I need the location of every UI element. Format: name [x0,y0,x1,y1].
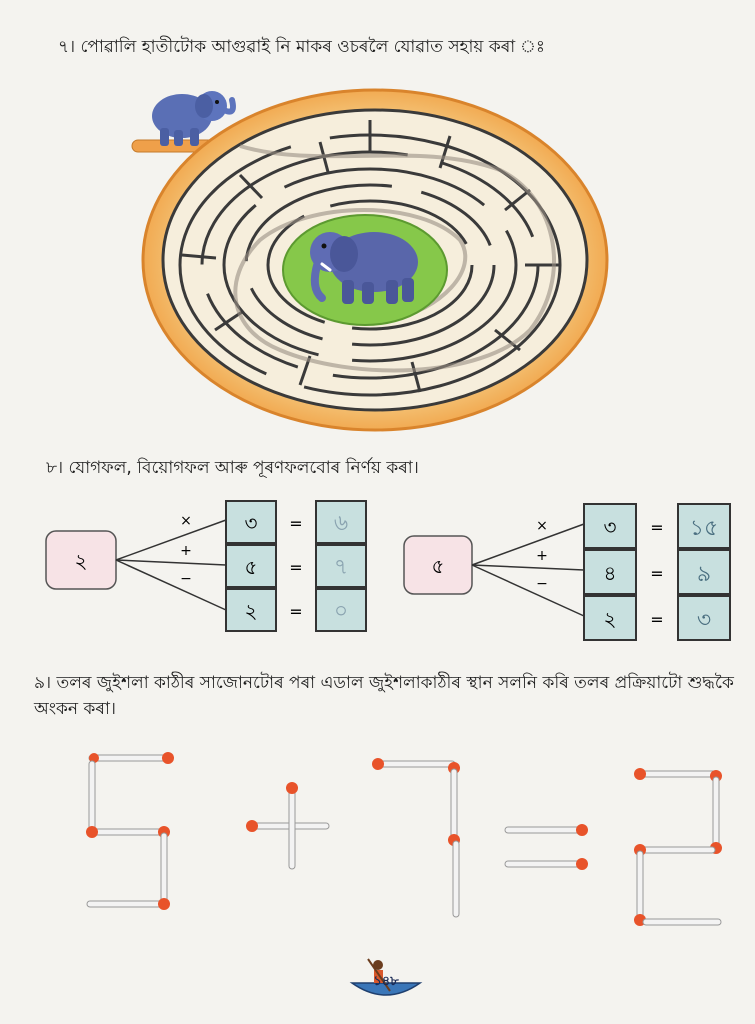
equals-sign: = [289,514,302,533]
operand-cell: ২ [603,607,616,631]
equals-sign: = [289,558,302,577]
minus-sign: − [536,576,548,592]
plus-sign: + [180,543,192,559]
answer-cell: ৭ [334,555,348,580]
page-number: ১৪৮ [373,974,399,989]
multiply-sign: × [180,513,192,529]
input-number: ২ [74,549,87,573]
baby-elephant-icon [152,91,236,146]
equals-sign: = [650,518,663,537]
plus-sign: + [536,548,548,564]
digit-five [86,752,174,910]
minus-sign: − [180,571,192,587]
operand-cell: ৪ [604,561,617,585]
boat-icon [349,958,423,996]
answer-cell: ১৫ [690,516,719,541]
equals-sign: = [650,564,663,583]
answer-cell: ০ [334,599,348,624]
digit-seven [372,758,460,918]
question-9-text: ৯। তলৰ জুইশলা কাঠীৰ সাজোনটোৰ পৰা এডাল জু… [34,673,734,719]
equals-sign: = [289,602,302,621]
question-8-text: ৮। যোগফল, বিয়োগফল আৰু পূৰণফলবোৰ নিৰ্ণয়… [46,458,419,478]
digit-two [634,768,722,926]
equals-sign-matches [504,824,588,870]
operation-diagram-right: ৫ × + − ৩ ৪ ২ = = = ১৫ ৯ ৩ [403,503,731,641]
operand-cell: ৩ [603,515,616,539]
operation-diagram-left: ২ × + − ৩ ৫ ২ = = = ৬ ৭ ০ [45,500,367,632]
plus-sign-matches [246,782,330,870]
answer-cell: ৯ [697,562,711,587]
equals-sign: = [650,610,663,629]
operand-cell: ৩ [244,511,257,535]
answer-cell: ৬ [334,511,348,536]
operand-cell: ৫ [245,555,258,579]
question-7-text: ৭। পোৱালি হাতীটোক আগুৱাই নি মাকৰ ওচৰলৈ য… [58,37,545,57]
mother-elephant-icon [310,232,418,304]
input-number: ৫ [432,554,445,578]
operand-cell: ২ [244,599,257,623]
matchstick-puzzle [86,752,722,926]
answer-cell: ৩ [697,608,711,633]
multiply-sign: × [536,518,548,534]
